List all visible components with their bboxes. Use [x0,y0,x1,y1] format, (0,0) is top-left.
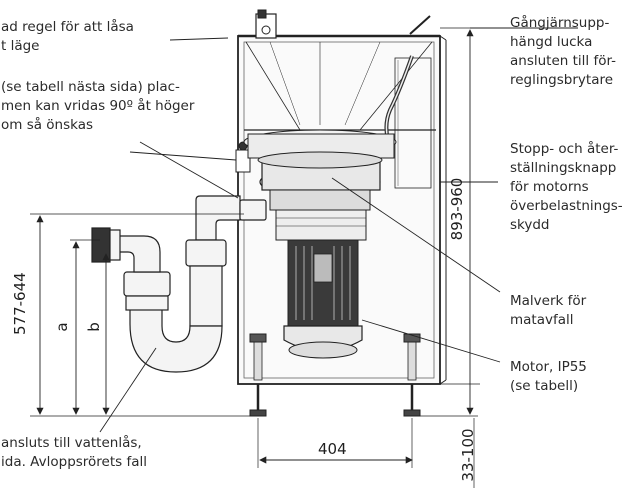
leader-lines [99,27,578,433]
right-height-dimension: 893-960 [448,177,466,241]
grinder-unit [243,129,397,241]
height-range-dimension: 577-644 [11,272,29,335]
width-dimension: 404 [318,440,347,458]
dimension-lines [30,27,480,488]
dimension-b-label: b [85,322,103,332]
water-trap [91,195,267,373]
motor-callout: Motor, IP55 (se tabell) [510,359,587,394]
grinder-callout: Malverk för matavfall [510,293,587,328]
drain-note-callout: ansluts till vattenlås, ida. Avloppsröre… [1,435,148,470]
stop-reset-callout: Stopp- och åter- ställningsknapp för mot… [510,141,623,233]
rod-lock-callout: ad regel för att låsa t läge [1,19,134,54]
dimension-a-label: a [53,322,71,332]
motor [283,239,363,359]
hinged-hatch-callout: Gångjärnsupp- hängd lucka ansluten till … [510,15,617,88]
foot-adjust-dimension: 33-100 [459,428,477,482]
table-note-callout: (se tabell nästa sida) plac- men kan vri… [1,79,195,133]
